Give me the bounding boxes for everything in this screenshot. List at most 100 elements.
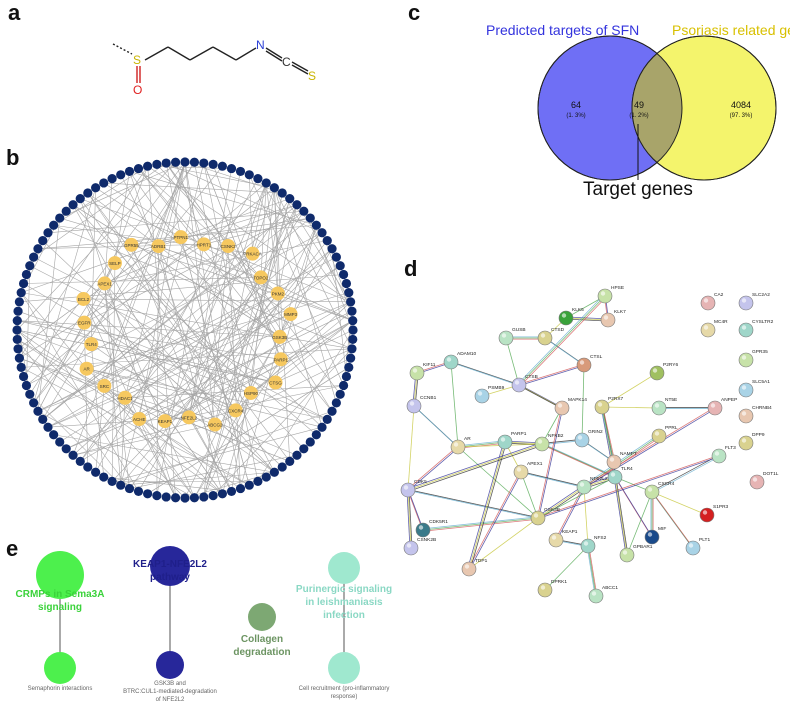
sfn-molecule bbox=[112, 43, 309, 83]
network-d-edge bbox=[518, 384, 563, 409]
term-crmps-node bbox=[36, 551, 84, 599]
network-b-outer-node bbox=[33, 406, 43, 416]
network-b-outer-node bbox=[91, 467, 101, 477]
panel-a-letter: a bbox=[8, 0, 21, 25]
network-b-edge bbox=[120, 293, 279, 486]
network-d-node-label: NFKB2 bbox=[548, 433, 564, 439]
network-d-node-label: CTSD bbox=[551, 327, 565, 333]
network-d-node-highlight bbox=[741, 298, 747, 303]
network-b-edge bbox=[103, 182, 279, 294]
network-b-outer-node bbox=[21, 269, 32, 280]
network-b-hub-label: HSP90 bbox=[244, 391, 259, 396]
network-b-hub-label: HDAC1 bbox=[117, 396, 133, 401]
network-d-edge bbox=[544, 545, 589, 591]
network-b-edge bbox=[281, 192, 351, 303]
network-d-node bbox=[606, 454, 622, 470]
network-b-outer-node bbox=[107, 476, 117, 486]
network-b-edge bbox=[19, 274, 344, 303]
network-b-outer-node bbox=[292, 200, 302, 210]
network-b-edge bbox=[184, 161, 283, 194]
network-b-outer-node bbox=[21, 380, 32, 391]
network-d-node-label: CYSLTR2 bbox=[752, 319, 774, 325]
network-b-outer-node bbox=[133, 486, 144, 497]
network-b-edge bbox=[257, 329, 354, 482]
network-d-node-label: PPRL bbox=[665, 425, 678, 431]
venn-left-pct: (1. 3%) bbox=[566, 113, 585, 119]
network-d-node-label: DPRK1 bbox=[551, 579, 567, 585]
network-b-edge bbox=[16, 329, 186, 499]
network-d-edge bbox=[407, 405, 415, 491]
network-b-edge bbox=[104, 161, 186, 387]
network-b-outer-node bbox=[49, 220, 59, 230]
network-b-hub-label: CTSG bbox=[269, 380, 282, 385]
network-b-outer-node bbox=[277, 188, 287, 198]
network-d-edge bbox=[469, 472, 522, 570]
network-b-outer-node bbox=[29, 398, 39, 408]
network-d-node-highlight bbox=[741, 385, 747, 390]
network-d-edge bbox=[581, 364, 585, 441]
network-d-node bbox=[574, 432, 590, 448]
network-b-outer-node bbox=[91, 183, 101, 193]
network-b-edge bbox=[214, 182, 267, 425]
network-b-outer-node bbox=[161, 492, 171, 502]
network-b-outer-node bbox=[68, 450, 78, 460]
network-d-node-label: PLT1 bbox=[699, 537, 710, 543]
network-d-edge bbox=[540, 442, 615, 477]
network-b-edge bbox=[33, 187, 96, 403]
network-d-node-highlight bbox=[464, 564, 470, 569]
network-d-node bbox=[738, 435, 754, 451]
network-b-edge bbox=[260, 277, 353, 321]
network-b-outer-node bbox=[348, 315, 358, 326]
network-b-outer-node bbox=[55, 213, 65, 223]
network-b-outer-node bbox=[322, 414, 332, 424]
network-d-edge bbox=[614, 476, 628, 556]
panel-c: c Predicted targets of SFN Psoriasis rel… bbox=[408, 0, 790, 200]
network-d-node-highlight bbox=[477, 391, 483, 396]
network-d-node-highlight bbox=[406, 543, 412, 548]
network-d-node-label: GPR35 bbox=[752, 349, 768, 355]
network-b-edge bbox=[158, 246, 223, 494]
network-b-outer-node bbox=[217, 161, 227, 171]
network-b-outer-node bbox=[253, 476, 263, 486]
network-b-edge bbox=[17, 310, 252, 394]
network-b-edge bbox=[248, 174, 253, 254]
network-b-edge bbox=[37, 218, 61, 412]
network-d-node-highlight bbox=[702, 510, 708, 515]
network-d-node-highlight bbox=[647, 532, 653, 537]
term-collagen-node bbox=[248, 603, 276, 631]
network-d-node bbox=[588, 588, 604, 604]
network-b-edge bbox=[227, 245, 241, 489]
network-b-hub-label: MMP3 bbox=[284, 312, 297, 317]
network-b-edge bbox=[20, 217, 60, 293]
network-b-hub-label: ABCG2 bbox=[207, 423, 223, 428]
network-b-hub-label: SELP bbox=[109, 261, 121, 266]
network-b-edge bbox=[114, 171, 130, 264]
network-b-outer-node bbox=[346, 353, 356, 363]
network-b-edge bbox=[72, 161, 186, 456]
network-b-edge bbox=[331, 248, 347, 377]
network-b-outer-node bbox=[124, 483, 135, 494]
network-b-hub-label: NFE2L2 bbox=[181, 415, 198, 420]
network-b-edge bbox=[42, 162, 195, 420]
network-b-hub-node bbox=[97, 276, 112, 291]
network-b-outer-node bbox=[269, 183, 279, 193]
term-keap1-node bbox=[150, 546, 190, 586]
network-d-node bbox=[409, 365, 425, 381]
network-d-node-highlight bbox=[453, 442, 459, 447]
network-d-edge bbox=[520, 471, 584, 487]
network-b-outer-node bbox=[285, 194, 295, 204]
network-b-outer-node bbox=[16, 288, 26, 298]
network-b-edge bbox=[156, 164, 275, 189]
network-b-outer-node bbox=[170, 157, 181, 167]
network-b-hub-label: ACHE bbox=[133, 417, 146, 422]
network-d-node bbox=[600, 312, 616, 328]
network-b-hub-node bbox=[245, 246, 260, 261]
network-b-hub-label: GSK3B bbox=[272, 335, 287, 340]
network-b-edge bbox=[59, 265, 341, 443]
network-d-node-label: MIF bbox=[658, 526, 666, 532]
network-b-outer-node bbox=[14, 297, 24, 307]
network-b-edge bbox=[222, 392, 252, 494]
network-b-outer-node bbox=[43, 422, 53, 432]
network-b-edge bbox=[21, 348, 352, 368]
